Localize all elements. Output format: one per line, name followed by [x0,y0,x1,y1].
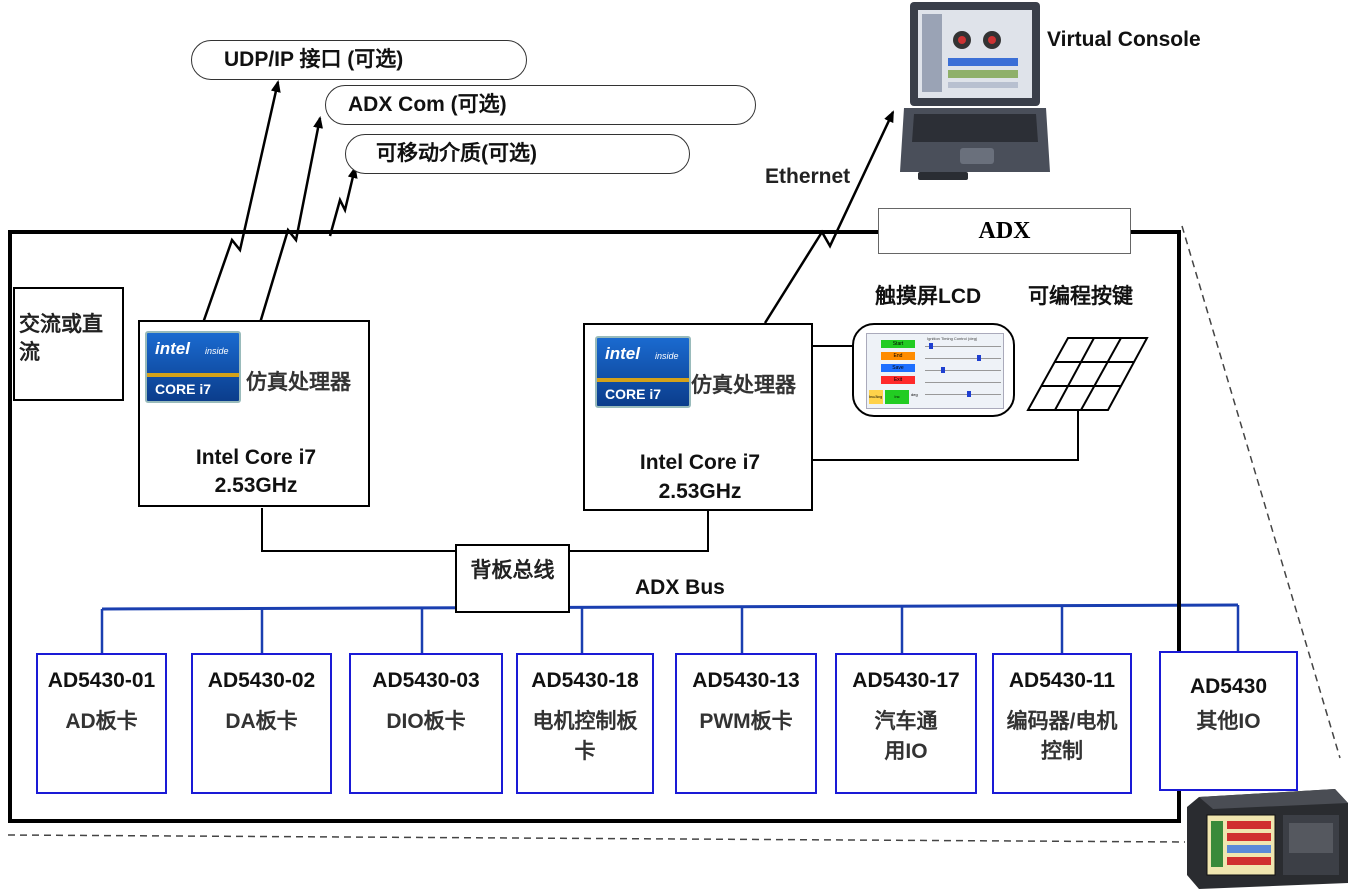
media-arrow [328,166,358,237]
keypad-wire [812,410,1079,461]
intel-logo-core: CORE i7 [605,386,662,402]
power-supply-label: 交流或直流 [19,313,103,364]
io-card-code: AD5430-01 [47,669,156,692]
adx-bus-line [101,603,1239,611]
adxcom-interface-label: ADX Com (可选) [348,93,507,116]
io-card: AD5430-02 DA板卡 [191,653,332,794]
laptop-icon [900,0,1050,185]
io-card-desc: DA板卡 [225,710,298,733]
media-interface-label: 可移动介质(可选) [376,142,537,165]
lcd-bottom-item: Inc/Avg [869,390,883,404]
processor-freq-1: 2.53GHz [214,474,298,497]
processor-role-1: 仿真处理器 [246,371,351,394]
lcd-button: Save [881,364,915,372]
io-card-desc: 其他IO [1196,710,1261,733]
backplane-wire-right [570,511,709,552]
adxcom-arrow [258,116,323,324]
intel-logo-1: intel inside CORE i7 [145,331,241,403]
programmable-keys-label: 可编程按键 [1028,285,1133,308]
io-card-code: AD5430-13 [692,669,800,692]
lcd-button: End [881,352,915,360]
lcd-bottom-item: deg [911,392,918,397]
io-card-desc: 编码器/电机控制 [1006,710,1118,763]
processor-box-2: intel inside CORE i7 仿真处理器 Intel Core i7… [583,323,813,511]
projection-line-bottom [7,834,1186,843]
io-card-code: AD5430-03 [372,669,480,692]
udp-arrow [201,80,281,324]
processor-freq-2: 2.53GHz [658,480,742,503]
backplane-box: 背板总线 [455,544,570,613]
ethernet-label: Ethernet [765,165,851,188]
processor-model-2: Intel Core i7 [639,451,761,474]
intel-logo-inside: inside [655,351,679,361]
io-card-code: AD5430-11 [1008,669,1116,692]
intel-logo-2: intel inside CORE i7 [595,336,691,408]
io-card-code: AD5430 [1189,675,1268,698]
io-card-code: AD5430-17 [852,669,960,692]
lcd-button: Exit [881,376,915,384]
processor-model-1: Intel Core i7 [195,446,317,469]
adx-bus-label: ADX Bus [635,576,725,599]
io-card-desc: AD板卡 [65,710,138,733]
intel-logo-brand: intel [155,339,190,358]
io-card: AD5430-13 PWM板卡 [675,653,817,794]
io-card-desc: 汽车通用IO [874,710,938,763]
io-card: AD5430-11 编码器/电机控制 [992,653,1132,794]
intel-logo-inside: inside [205,346,229,356]
io-card-code: AD5430-18 [531,669,639,692]
udp-interface-label: UDP/IP 接口 (可选) [224,48,404,71]
adx-device-icon [1185,783,1350,891]
io-card: AD5430 其他IO [1159,651,1298,791]
io-card-desc: PWM板卡 [699,710,793,733]
lcd-chart-title: Ignition Timing Control (deg) [927,336,978,341]
media-interface: 可移动介质(可选) [345,134,690,174]
adx-chassis-frame [8,230,1181,823]
io-card: AD5430-03 DIO板卡 [349,653,503,794]
io-card-code: AD5430-02 [207,669,316,692]
projection-line-top [1181,225,1341,759]
adxcom-interface: ADX Com (可选) [325,85,756,125]
touch-lcd-label: 触摸屏LCD [875,285,982,308]
udp-interface: UDP/IP 接口 (可选) [191,40,527,80]
power-supply-box: 交流或直流 [13,287,124,401]
backplane-wire-left [261,508,455,552]
lcd-bottom-item: Inc [885,390,909,404]
adx-label: ADX [978,218,1031,244]
io-card: AD5430-01 AD板卡 [36,653,167,794]
virtual-console-label: Virtual Console [1047,28,1201,51]
processor-box-1: intel inside CORE i7 仿真处理器 Intel Core i7… [138,320,370,507]
io-card-desc: DIO板卡 [386,710,466,733]
io-card: AD5430-17 汽车通用IO [835,653,977,794]
lcd-button: Start [881,340,915,348]
intel-logo-brand: intel [605,344,640,363]
touch-lcd-screen: Start End Save Exit Inc/Avg Inc deg Igni… [852,323,1015,417]
ethernet-arrow [763,110,895,324]
processor-role-2: 仿真处理器 [691,374,796,397]
io-card: AD5430-18 电机控制板卡 [516,653,654,794]
io-card-desc: 电机控制板卡 [532,710,638,763]
intel-logo-core: CORE i7 [155,381,212,397]
backplane-label: 背板总线 [470,559,555,582]
adx-label-box: ADX [878,208,1131,254]
